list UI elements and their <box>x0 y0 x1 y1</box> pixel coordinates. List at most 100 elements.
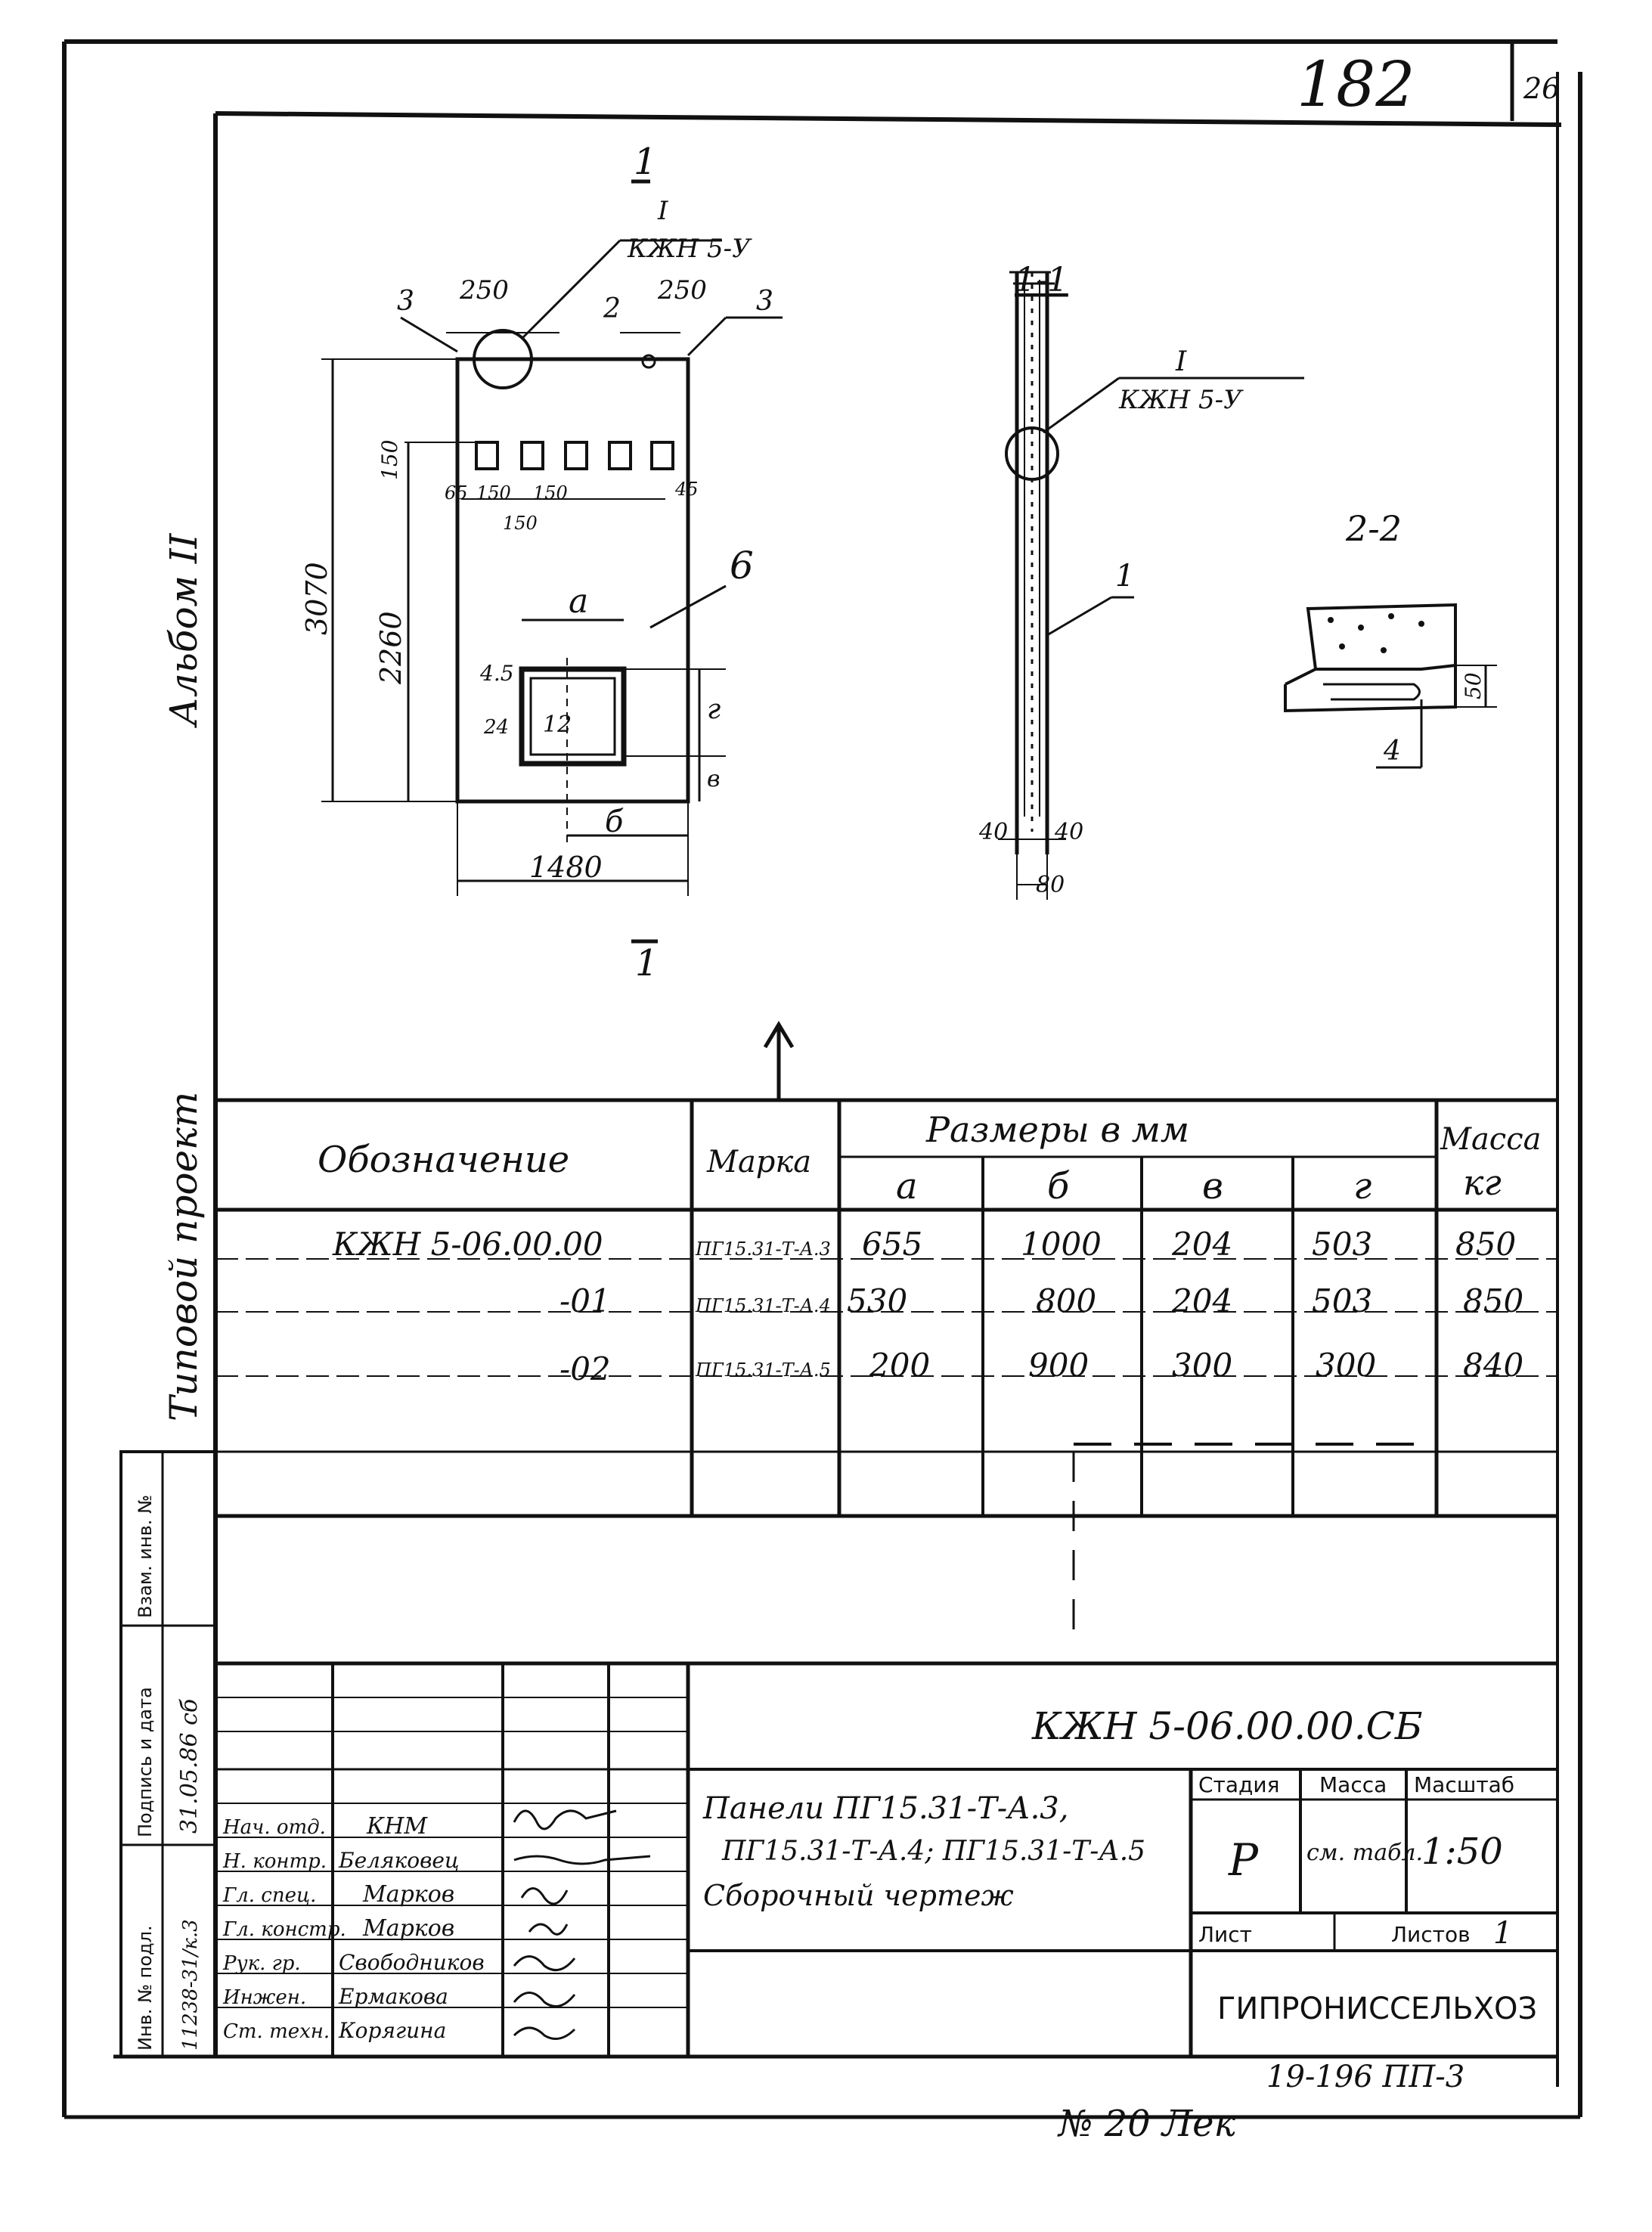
dim-width-1480: 1480 <box>529 851 603 884</box>
drawing-stamp: 19-196 ПП-3 <box>1266 2060 1464 2094</box>
spec-row-b: 900 <box>1028 1347 1089 1384</box>
spec-row-mass: 840 <box>1463 1347 1523 1384</box>
spec-row-a: 655 <box>862 1226 922 1263</box>
spec-row-mark: ПГ15.31-Т-А.3 <box>695 1238 831 1260</box>
stage-value: Р <box>1228 1834 1259 1886</box>
corner-number: 26 <box>1523 72 1560 105</box>
title-line-2: ПГ15.31-Т-А.4; ПГ15.31-Т-А.5 <box>721 1836 1145 1867</box>
signature-name: Марков <box>362 1915 454 1942</box>
callout-4-5: 4.5 <box>479 661 514 686</box>
spec-header-designation: Обозначение <box>318 1139 569 1181</box>
section-1-1-dim-right: 40 <box>1054 819 1083 845</box>
signature-name: Марков <box>362 1881 454 1908</box>
organization: ГИПРОНИССЕЛЬХОЗ <box>1217 1992 1537 2026</box>
dim-row-65: 65 <box>445 482 468 504</box>
dim-top-left-250: 250 <box>459 275 509 305</box>
strip-date-value: 31.05.86 сб <box>176 1698 203 1834</box>
spec-row-a: 530 <box>847 1282 907 1319</box>
spec-row-mark: ПГ15.31-Т-А.4 <box>695 1295 831 1316</box>
callout-3-right: 3 <box>756 286 773 317</box>
front-section-mark-top: 1 <box>634 141 657 183</box>
section-1-1-title: 1-1 <box>1015 261 1068 299</box>
signature-name: Свободников <box>339 1950 485 1975</box>
callout-12: 12 <box>543 711 572 738</box>
doc-code: КЖН 5-06.00.00.СБ <box>1031 1704 1423 1748</box>
signature-role: Рук. гр. <box>222 1952 301 1975</box>
view-arrow <box>763 1021 795 1100</box>
dim-b: б <box>605 804 624 839</box>
spec-row-designation: -02 <box>559 1350 611 1387</box>
callout-3-left: 3 <box>397 286 414 317</box>
spec-header-col-g: г <box>1353 1165 1372 1207</box>
signature-name: Ермакова <box>338 1984 448 2009</box>
spec-row-b: 1000 <box>1021 1226 1102 1263</box>
front-detail-label: I <box>657 196 668 226</box>
signature-role: Ст. техн. <box>223 2020 330 2043</box>
page-number: 182 <box>1297 49 1415 121</box>
dim-g: г <box>707 694 721 725</box>
strip-label-inventory: Инв. № подл. <box>135 1925 156 2051</box>
project-type-label: Типовой проект <box>162 1092 206 1421</box>
dim-v: в <box>707 766 720 792</box>
signature-role: Гл. констр. <box>222 1918 346 1941</box>
stage-label: Стадия <box>1198 1772 1279 1797</box>
signature-name: Беляковец <box>338 1848 460 1873</box>
section-2-2 <box>1284 603 1497 769</box>
mass-label: Масса <box>1319 1772 1387 1797</box>
left-stamp-strip <box>119 1450 217 2058</box>
spec-row-b: 800 <box>1036 1282 1096 1319</box>
dim-height-2260: 2260 <box>374 611 408 685</box>
front-detail-ref: КЖН 5-У <box>627 234 752 264</box>
section-1-1-detail-label: I <box>1175 346 1187 377</box>
spec-row-g: 300 <box>1316 1347 1376 1384</box>
strip-inventory-value: 11238-31/к.3 <box>179 1919 202 2051</box>
spec-table-grid <box>215 1098 1557 1518</box>
sheet-frame <box>62 39 1582 2119</box>
callout-6: 6 <box>730 544 754 587</box>
spec-row-a: 200 <box>869 1347 930 1384</box>
handwritten-signatures <box>513 1809 651 2040</box>
album-label: Альбом II <box>162 532 206 728</box>
bottom-note: № 20 Лек <box>1057 2103 1235 2145</box>
spec-header-col-a: а <box>896 1165 918 1207</box>
section-2-2-callout: 4 <box>1383 736 1401 767</box>
dim-row-150a: 150 <box>476 482 511 504</box>
strip-label-replace: Взам. инв. № <box>135 1495 156 1618</box>
spec-row-mark: ПГ15.31-Т-А.5 <box>695 1359 831 1381</box>
dim-top-right-250: 250 <box>657 275 707 305</box>
section-2-2-title: 2-2 <box>1345 508 1402 549</box>
spec-row-v: 300 <box>1172 1347 1232 1384</box>
dim-a: а <box>569 582 588 621</box>
spec-row-designation: КЖН 5-06.00.00 <box>332 1226 603 1263</box>
scale-value: 1:50 <box>1421 1831 1503 1873</box>
signature-role: Нач. отд. <box>222 1816 326 1839</box>
spec-row-g: 503 <box>1312 1226 1372 1263</box>
spec-row-mass: 850 <box>1463 1282 1523 1319</box>
dim-row-45: 45 <box>674 479 699 500</box>
signature-name: Корягина <box>338 2018 446 2043</box>
spec-row-mass: 850 <box>1455 1226 1516 1263</box>
title-block-grid <box>215 1661 1557 2057</box>
spec-header-sizes: Размеры в мм <box>925 1109 1189 1150</box>
spec-header-col-v: в <box>1202 1165 1223 1207</box>
section-1-1-detail-ref: КЖН 5-У <box>1118 385 1244 415</box>
title-line-1: Панели ПГ15.31-Т-А.3, <box>702 1791 1068 1826</box>
front-section-mark-bottom: 1 <box>635 942 659 984</box>
signature-role: Инжен. <box>222 1986 306 2009</box>
dim-row-sub-150: 150 <box>503 513 538 534</box>
scale-label: Масштаб <box>1414 1772 1514 1797</box>
section-1-1 <box>998 271 1304 900</box>
signature-role: Гл. спец. <box>222 1884 316 1907</box>
spec-header-mass-unit: кг <box>1463 1162 1502 1203</box>
section-1-1-dim-left: 40 <box>978 819 1008 845</box>
spec-header-col-b: б <box>1047 1165 1070 1207</box>
signature-role: Н. контр. <box>222 1850 327 1873</box>
spec-row-v: 204 <box>1171 1282 1232 1319</box>
section-2-2-dim: 50 <box>1461 672 1486 699</box>
spec-row-v: 204 <box>1171 1226 1232 1263</box>
section-1-1-dim-total: 80 <box>1036 872 1065 898</box>
strip-label-signature: Подпись и дата <box>135 1687 156 1837</box>
spec-header-mark: Марка <box>706 1145 811 1180</box>
spec-header-mass: Масса <box>1440 1122 1541 1157</box>
mass-value: см. табл. <box>1306 1840 1423 1866</box>
